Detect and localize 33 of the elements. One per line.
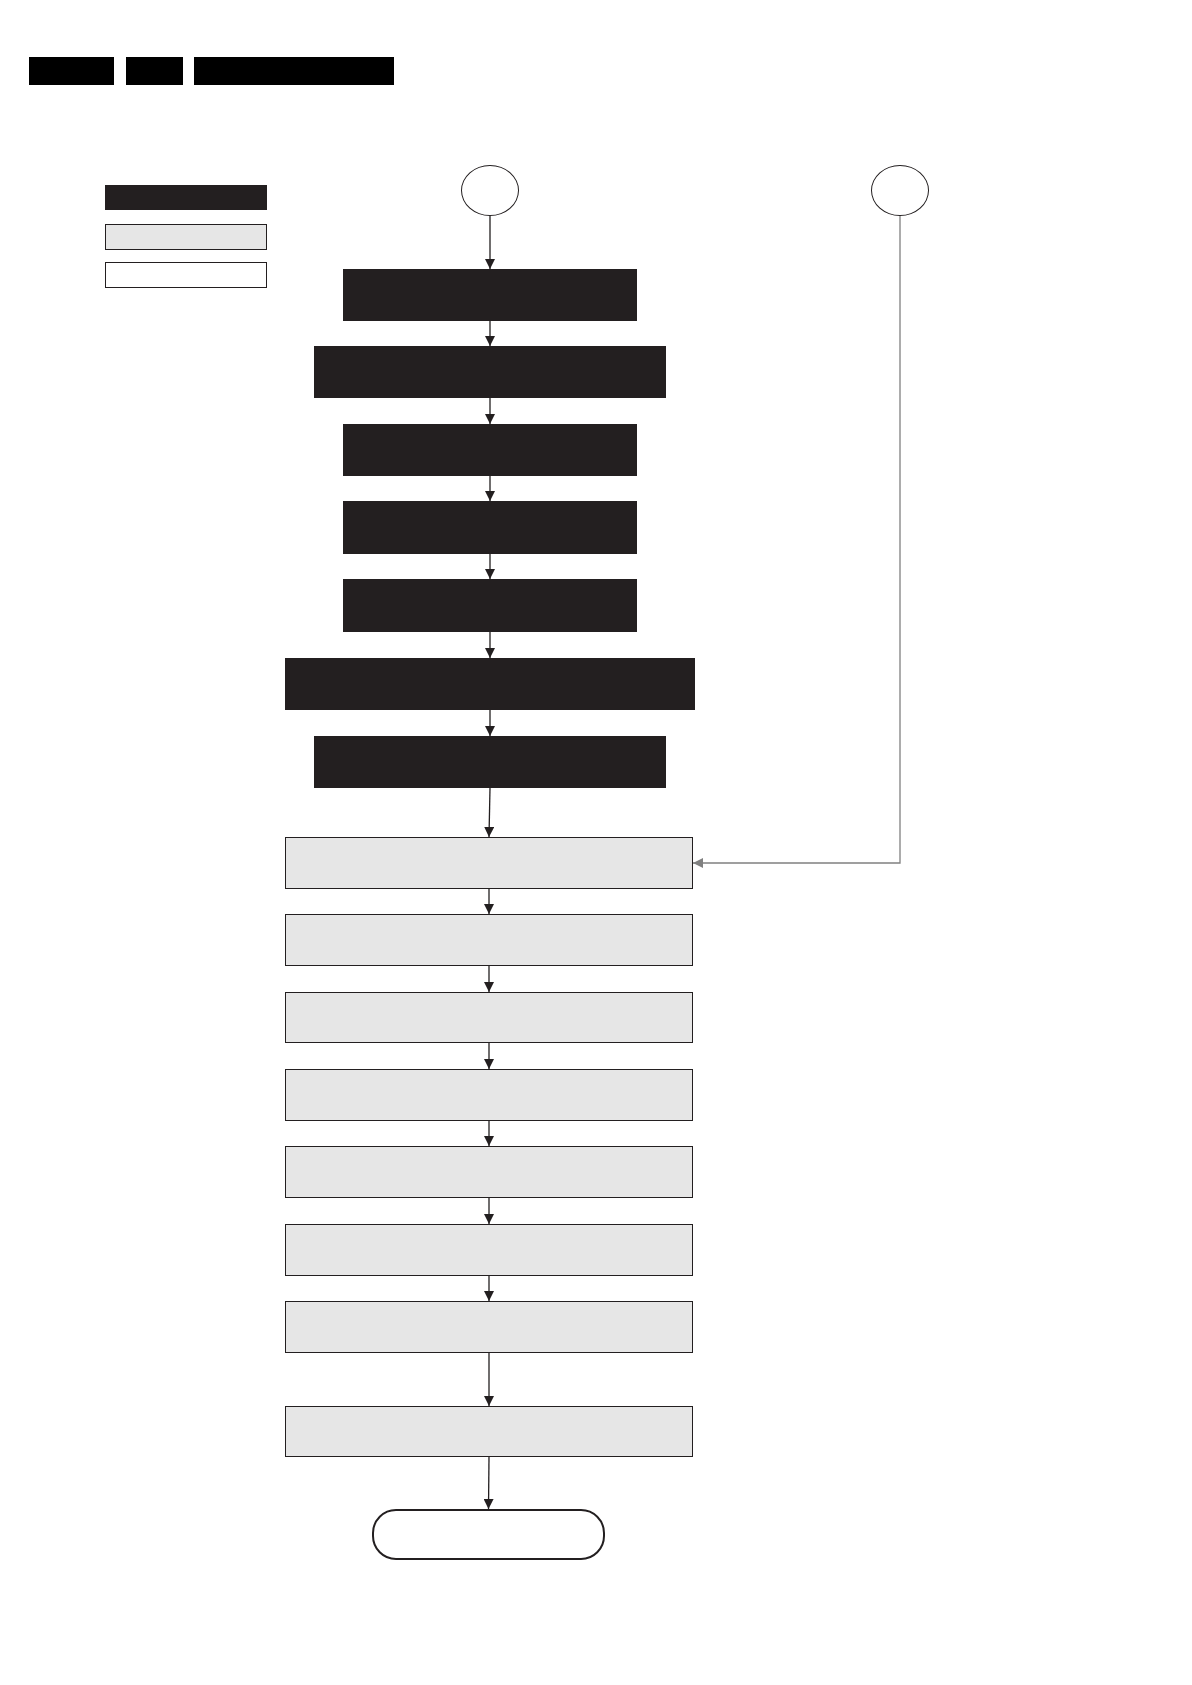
arrow bbox=[485, 320, 495, 347]
arrow bbox=[485, 475, 495, 502]
process-box bbox=[285, 837, 693, 889]
process-box bbox=[314, 736, 666, 788]
process-box bbox=[314, 346, 666, 398]
process-box bbox=[343, 501, 637, 554]
process-box bbox=[285, 1069, 693, 1121]
process-box bbox=[285, 914, 693, 966]
arrow bbox=[485, 215, 495, 270]
arrow bbox=[484, 1275, 494, 1302]
arrow bbox=[483, 1456, 494, 1510]
arrow bbox=[484, 888, 494, 915]
arrow bbox=[484, 965, 494, 993]
process-box bbox=[285, 992, 693, 1043]
arrow bbox=[692, 215, 901, 868]
arrow bbox=[484, 1197, 494, 1225]
process-box bbox=[343, 424, 637, 476]
process-box bbox=[285, 1406, 693, 1457]
arrow bbox=[484, 1042, 494, 1070]
arrow bbox=[484, 1352, 494, 1407]
process-box bbox=[343, 579, 637, 632]
arrow bbox=[485, 631, 495, 659]
arrow bbox=[484, 787, 495, 838]
process-box bbox=[285, 1146, 693, 1198]
terminal-capsule bbox=[372, 1509, 605, 1560]
process-box bbox=[285, 1224, 693, 1276]
arrow bbox=[484, 1120, 494, 1147]
arrow bbox=[485, 397, 495, 425]
process-box bbox=[285, 658, 695, 710]
arrow bbox=[485, 709, 495, 737]
arrow bbox=[485, 553, 495, 580]
process-box bbox=[343, 269, 637, 321]
process-box bbox=[285, 1301, 693, 1353]
